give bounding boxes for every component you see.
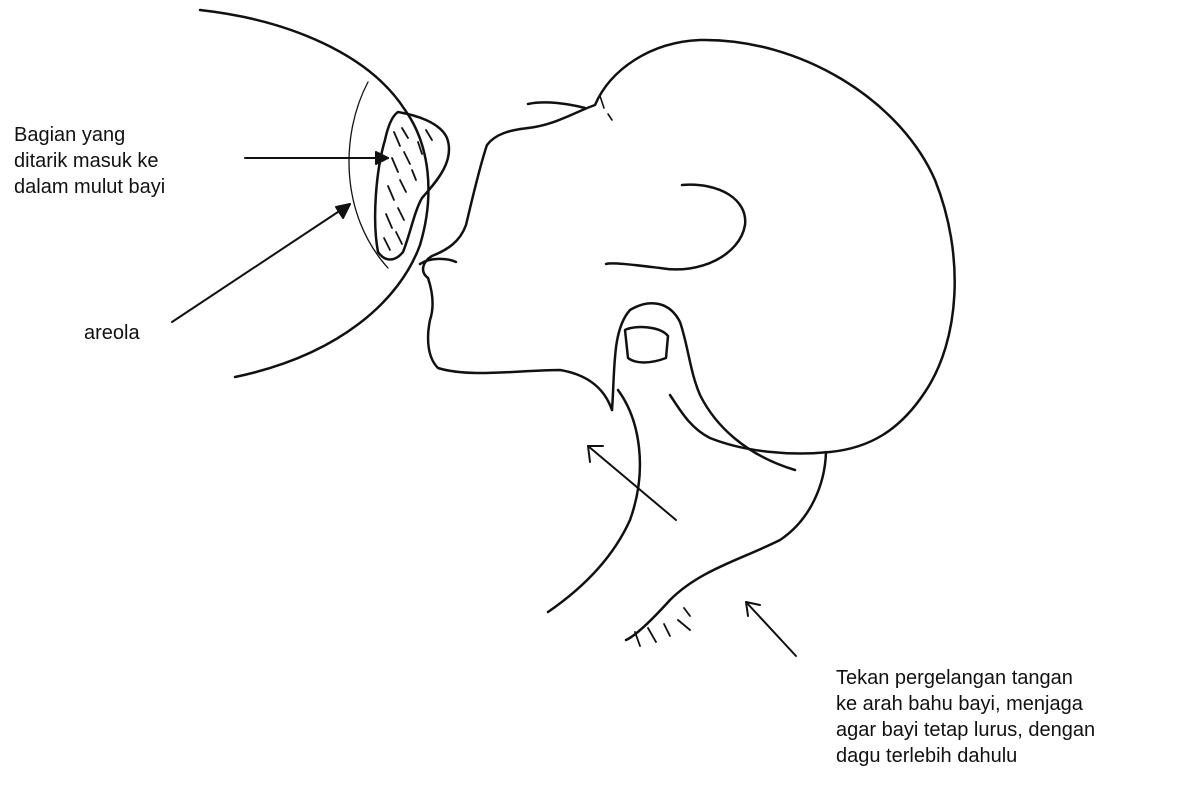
- baby-head-outline: [528, 40, 955, 454]
- baby-brow: [528, 102, 585, 108]
- thumbnail: [625, 327, 668, 362]
- instruction-line-1: Tekan pergelangan tangan: [836, 665, 1095, 691]
- areola-outline: [349, 82, 388, 268]
- nipple-label-line-3: dalam mulut bayi: [14, 174, 165, 200]
- baby-face-profile: [423, 128, 528, 278]
- areola-label: areola: [84, 320, 140, 346]
- baby-chin-outline: [428, 278, 612, 410]
- hand-wrist-lower: [626, 452, 826, 640]
- arrow-nipple: [245, 152, 388, 164]
- nipple-shading: [375, 112, 449, 260]
- instruction-line-3: agar bayi tetap lurus, dengan: [836, 717, 1095, 743]
- arrow-chin: [588, 446, 676, 520]
- nipple-label-line-1: Bagian yang: [14, 122, 165, 148]
- instruction-line-4: dagu terlebih dahulu: [836, 743, 1095, 769]
- instruction-label: Tekan pergelangan tangan ke arah bahu ba…: [836, 665, 1095, 769]
- hand-palm-left: [548, 390, 640, 612]
- arrow-wrist: [746, 602, 796, 656]
- nipple-label-line-2: ditarik masuk ke: [14, 148, 165, 174]
- breast-outline: [200, 10, 428, 377]
- instruction-line-2: ke arah bahu bayi, menjaga: [836, 691, 1095, 717]
- nipple-region-label: Bagian yang ditarik masuk ke dalam mulut…: [14, 122, 165, 200]
- baby-ear: [606, 185, 745, 270]
- arrow-areola: [172, 204, 350, 322]
- baby-brow-mark: [600, 96, 612, 120]
